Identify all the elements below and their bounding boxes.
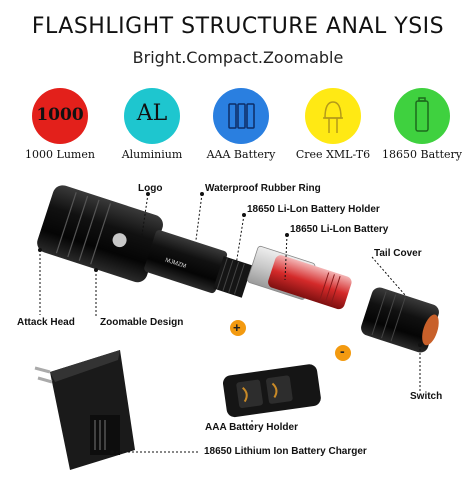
18650-battery-circle-icon	[394, 88, 450, 144]
callout-battery-holder: 18650 Li-Lon Battery Holder	[247, 204, 380, 215]
callout-tail-cover: Tail Cover	[374, 248, 422, 259]
aaa-battery-holder	[222, 364, 321, 418]
feature-lumen: 1000 1000 Lumen	[15, 88, 105, 161]
page-subtitle: Bright.Compact.Zoomable	[132, 48, 344, 67]
feature-led: Cree XML-T6	[288, 88, 378, 161]
led-circle-icon	[305, 88, 361, 144]
plus-sign: +	[233, 320, 241, 335]
feature-label: 1000 Lumen	[25, 148, 95, 161]
aaa-battery-circle-icon	[213, 88, 269, 144]
page-title: FLASHLIGHT STRUCTURE ANAL YSIS	[31, 14, 445, 39]
feature-aaa: AAA Battery	[196, 88, 286, 161]
callout-attack-head: Attack Head	[17, 317, 75, 328]
feature-label: AAA Battery	[206, 148, 276, 161]
flashlight-body	[37, 185, 253, 298]
red-1000-circle-icon: 1000	[32, 88, 88, 144]
feature-18650: 18650 Battery	[377, 88, 467, 161]
callout-switch: Switch	[410, 391, 443, 402]
callout-charger: 18650 Lithium Ion Battery Charger	[204, 446, 367, 457]
minus-sign: -	[340, 343, 345, 359]
feature-label: 18650 Battery	[382, 148, 462, 161]
feature-material: AL Aluminium	[107, 88, 197, 161]
battery-charger	[34, 350, 135, 470]
callout-aaa-holder: AAA Battery Holder	[205, 422, 298, 433]
material-symbol: AL	[136, 101, 168, 126]
feature-label: Cree XML-T6	[295, 148, 371, 161]
lumen-value: 1000	[36, 105, 84, 125]
al-circle-icon: AL	[124, 88, 180, 144]
callout-zoomable: Zoomable Design	[100, 317, 184, 328]
callout-logo: Logo	[138, 183, 163, 194]
callout-rubber-ring: Waterproof Rubber Ring	[205, 183, 321, 194]
feature-label: Aluminium	[121, 148, 183, 161]
callout-battery: 18650 Li-Lon Battery	[290, 224, 389, 235]
